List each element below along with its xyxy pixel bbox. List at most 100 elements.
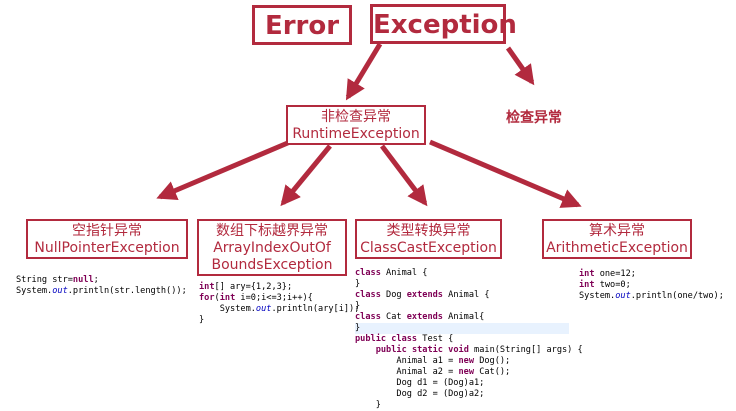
code-token: Test { — [417, 334, 454, 344]
code-line: } — [355, 279, 569, 290]
code-line: class Dog extends Animal { — [355, 290, 569, 301]
code-line: int[] ary={1,2,3}; — [199, 282, 359, 293]
npe-code-snippet: String str=null;System.out.println(str.l… — [16, 275, 187, 297]
arrow-runtime-to-arith — [429, 139, 582, 208]
code-keyword: class — [391, 334, 418, 344]
code-token: one=12; — [594, 269, 636, 279]
arith-en-label: ArithmeticException — [546, 240, 688, 256]
code-line: System.out.println(ary[i]); — [199, 304, 360, 315]
array-cn-label: 数组下标越界异常 — [216, 223, 328, 239]
cast-cn-label: 类型转换异常 — [386, 223, 471, 239]
code-token: Animal a2 = — [355, 367, 459, 377]
npe-node: 空指针异常 NullPointerException — [26, 219, 188, 259]
code-token: } — [355, 279, 361, 289]
code-line: class Animal { — [355, 268, 569, 279]
code-line: class Cat extends Animal{ — [355, 312, 569, 323]
arrow-runtime-to-array — [280, 144, 332, 207]
code-line: } — [199, 315, 359, 326]
arrow-runtime-to-cast — [380, 144, 428, 207]
checked-exception-label: 检查异常 — [506, 110, 562, 126]
code-token: out — [615, 291, 631, 301]
class-cast-node: 类型转换异常 ClassCastException — [355, 219, 502, 259]
code-token: out — [52, 286, 68, 296]
code-token: Dog d2 = (Dog)a2; — [355, 389, 485, 399]
code-token: } — [355, 400, 381, 410]
code-token: .println(str.length()); — [67, 286, 187, 296]
code-token: } — [355, 301, 361, 311]
code-keyword: int — [579, 280, 595, 290]
code-keyword: new — [458, 356, 475, 366]
runtime-en-label: RuntimeException — [292, 126, 420, 142]
arrow-runtime-to-npe — [156, 139, 291, 200]
code-line: Dog d1 = (Dog)a1; — [355, 378, 569, 389]
arrow-exception-to-checked — [505, 46, 535, 86]
code-keyword: null — [72, 275, 94, 285]
code-keyword: class — [355, 312, 381, 322]
code-token: } — [199, 315, 205, 325]
code-token: } — [355, 323, 361, 333]
code-token: System. — [16, 286, 53, 296]
code-keyword: new — [458, 367, 475, 377]
code-token: Dog(); — [474, 356, 511, 366]
code-line: Animal a1 = new Dog(); — [355, 356, 569, 367]
code-keyword: void — [448, 345, 469, 355]
code-line: int two=0; — [579, 280, 724, 291]
code-keyword: int — [579, 269, 595, 279]
array-en-label: ArrayIndexOutOf — [213, 240, 331, 256]
cast-code-snippet: class Animal {}class Dog extends Animal … — [355, 268, 583, 411]
code-line: int one=12; — [579, 269, 724, 280]
code-token: .println(ary[i]); — [271, 304, 360, 314]
code-token — [355, 345, 376, 355]
code-token: main(String[] args) { — [468, 345, 583, 355]
code-token: Dog d1 = (Dog)a1; — [355, 378, 485, 388]
code-line: System.out.println(one/two); — [579, 291, 724, 302]
code-line: Dog d2 = (Dog)a2; — [355, 389, 569, 400]
code-keyword: class — [355, 290, 381, 300]
code-line: public class Test { — [355, 334, 569, 345]
code-line: } — [355, 323, 569, 334]
code-token: out — [255, 304, 272, 314]
code-keyword: public — [375, 345, 407, 355]
exception-node: Exception — [370, 4, 517, 44]
code-token: i=0;i<=3;i++){ — [235, 293, 313, 303]
code-keyword: int — [199, 282, 215, 292]
arrow-exception-to-runtime — [345, 42, 383, 101]
code-token: .println(one/two); — [630, 291, 724, 301]
array-index-node: 数组下标越界异常 ArrayIndexOutOf BoundsException — [197, 219, 347, 276]
code-token: Animal a1 = — [355, 356, 459, 366]
code-line: Animal a2 = new Cat(); — [355, 367, 569, 378]
code-keyword: static — [411, 345, 443, 355]
code-token: Dog — [380, 290, 407, 300]
array-code-snippet: int[] ary={1,2,3};for(int i=0;i<=3;i++){… — [199, 282, 359, 326]
code-keyword: extends — [406, 290, 443, 300]
array-en-label-2: BoundsException — [211, 257, 333, 273]
code-token: ; — [93, 275, 99, 285]
code-line: public static void main(String[] args) { — [355, 345, 583, 356]
code-keyword: class — [355, 268, 381, 278]
code-line: for(int i=0;i<=3;i++){ — [199, 293, 359, 304]
code-line: } — [355, 400, 569, 411]
arith-code-snippet: int one=12;int two=0;System.out.println(… — [579, 269, 724, 302]
code-keyword: int — [219, 293, 236, 303]
code-keyword: for — [199, 293, 215, 303]
code-keyword: public — [355, 334, 387, 344]
arithmetic-node: 算术异常 ArithmeticException — [542, 219, 692, 259]
code-line: } — [355, 301, 569, 312]
npe-cn-label: 空指针异常 — [72, 223, 142, 239]
cast-en-label: ClassCastException — [360, 240, 497, 256]
code-token: System. — [579, 291, 616, 301]
code-token: Cat — [380, 312, 407, 322]
code-token: Cat(); — [474, 367, 511, 377]
code-token: String str= — [16, 275, 73, 285]
code-token: Animal { — [380, 268, 428, 278]
code-line: String str=null; — [16, 275, 187, 286]
code-line: System.out.println(str.length()); — [16, 286, 187, 297]
runtime-cn-label: 非检查异常 — [321, 109, 391, 125]
code-token: Animal { — [442, 290, 490, 300]
runtime-exception-node: 非检查异常 RuntimeException — [286, 105, 426, 145]
code-token: ( — [214, 293, 220, 303]
npe-en-label: NullPointerException — [34, 240, 180, 256]
code-keyword: extends — [406, 312, 443, 322]
code-token: Animal{ — [442, 312, 485, 322]
